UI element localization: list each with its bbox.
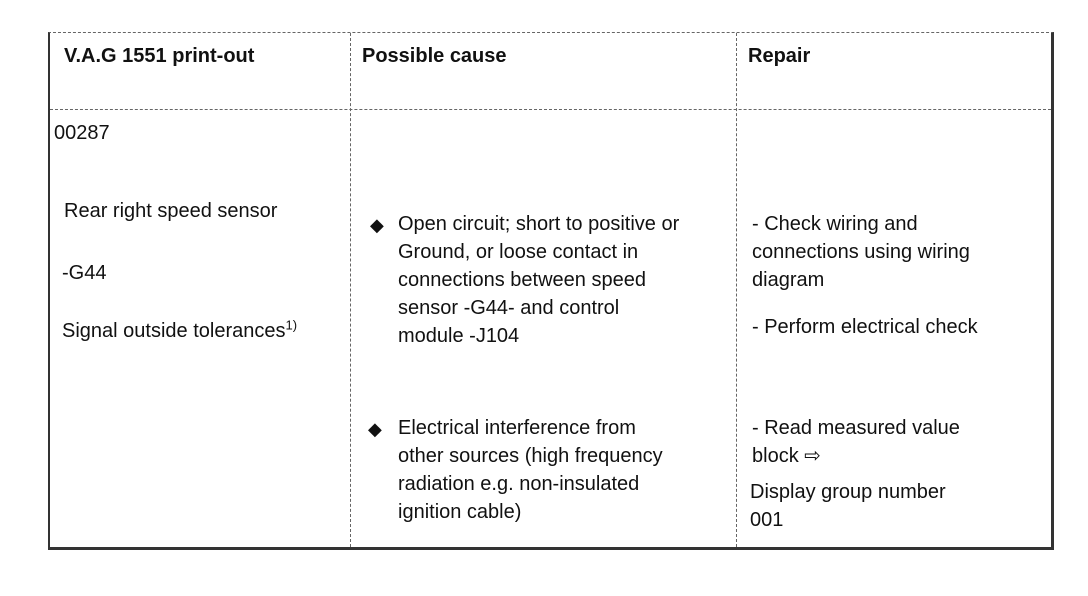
fault-code: 00287 bbox=[54, 122, 110, 144]
fault-name: Rear right speed sensor bbox=[64, 200, 278, 222]
fault-signal: Signal outside tolerances1) bbox=[62, 317, 297, 345]
header-possible-cause: Possible cause bbox=[362, 45, 507, 67]
cause-2-line: radiation e.g. non-insulated bbox=[398, 473, 640, 495]
column-divider-2 bbox=[736, 33, 737, 547]
repair-3-line-2: block ⇨ bbox=[752, 442, 960, 470]
cause-2-line: ignition cable) bbox=[398, 501, 522, 523]
cause-1-line: sensor -G44- and control bbox=[398, 297, 620, 319]
cause-1-line: Open circuit; short to positive or bbox=[398, 213, 680, 235]
header-divider bbox=[50, 109, 1051, 110]
repair-3-line-text: block bbox=[752, 445, 799, 467]
header-printout: V.A.G 1551 print-out bbox=[64, 45, 255, 67]
header-repair: Repair bbox=[748, 45, 811, 67]
cause-2-line: other sources (high frequency bbox=[398, 445, 663, 467]
arrow-right-icon: ⇨ bbox=[804, 445, 822, 467]
fault-table: V.A.G 1551 print-out Possible cause Repa… bbox=[48, 32, 1054, 550]
repair-4-line: 001 bbox=[750, 509, 784, 531]
diamond-bullet-icon: ◆ bbox=[370, 215, 384, 235]
repair-1-line: diagram bbox=[752, 269, 825, 291]
cause-1-line: Ground, or loose contact in bbox=[398, 241, 639, 263]
diamond-bullet-icon: ◆ bbox=[368, 419, 382, 439]
footnote-marker: 1) bbox=[285, 317, 298, 333]
cause-1-line: module -J104 bbox=[398, 325, 520, 347]
fault-part: -G44 bbox=[62, 262, 107, 284]
repair-4: Display group number 001 bbox=[750, 478, 946, 534]
repair-2: - Perform electrical check bbox=[752, 316, 978, 338]
repair-1: - Check wiring and connections using wir… bbox=[752, 210, 970, 294]
cause-2: Electrical interference from other sourc… bbox=[398, 414, 663, 526]
repair-1-line: - Check wiring and bbox=[752, 213, 918, 235]
cause-2-line: Electrical interference from bbox=[398, 417, 636, 439]
repair-4-line: Display group number bbox=[750, 481, 946, 503]
cause-1-line: connections between speed bbox=[398, 269, 646, 291]
repair-3: - Read measured value block ⇨ bbox=[752, 414, 960, 470]
cause-1: Open circuit; short to positive or Groun… bbox=[398, 210, 679, 350]
fault-signal-text: Signal outside tolerances bbox=[62, 320, 286, 342]
column-divider-1 bbox=[350, 33, 351, 547]
repair-3-line: - Read measured value bbox=[752, 417, 960, 439]
repair-1-line: connections using wiring bbox=[752, 241, 970, 263]
